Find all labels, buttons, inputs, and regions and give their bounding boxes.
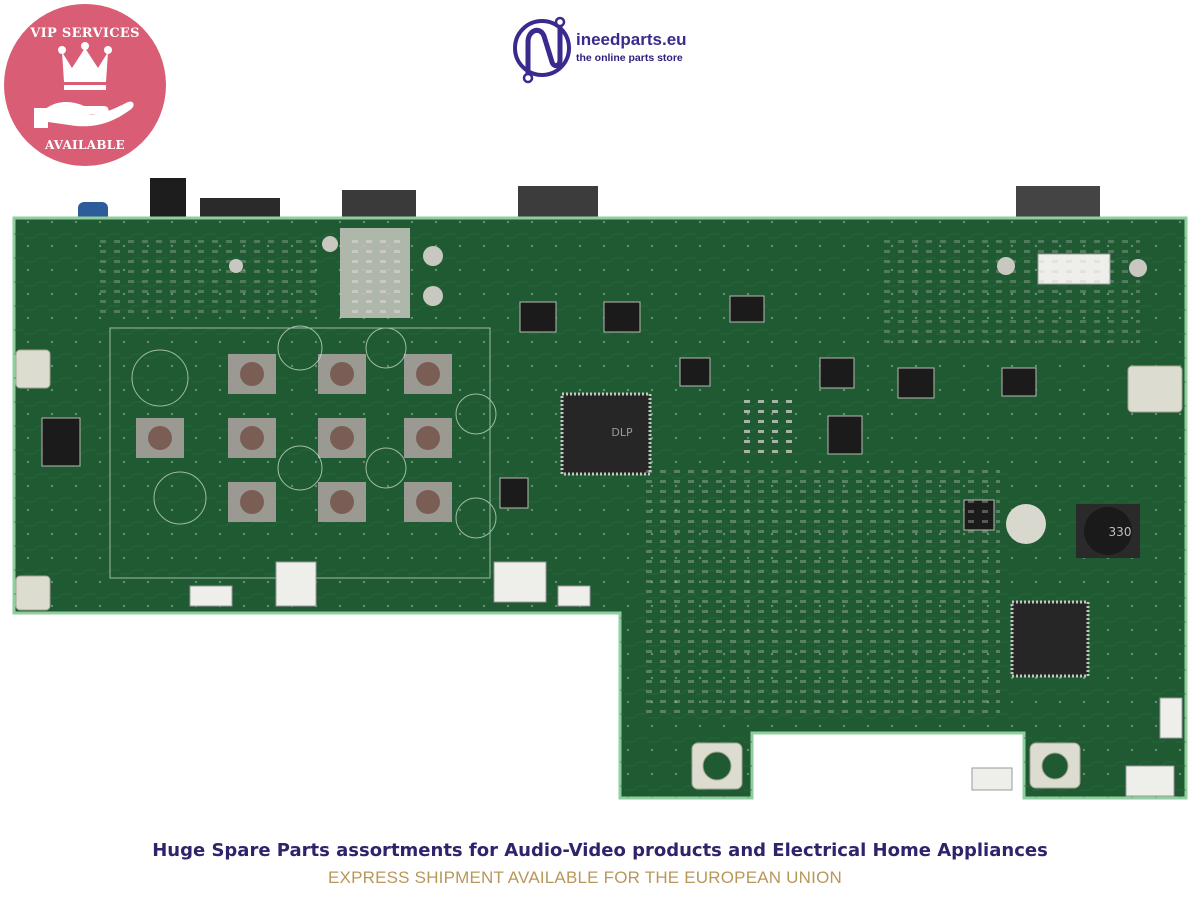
n-circuit-logo-icon: [513, 16, 571, 84]
mounting-pads: [15, 349, 1183, 790]
vip-services-badge: VIP SERVICES AVAILABLE: [4, 4, 166, 166]
capacitor: [1006, 504, 1046, 544]
dlp-chip: DLP: [560, 392, 652, 476]
vip-services-label: VIP SERVICES: [30, 26, 140, 41]
open-hand-icon: [34, 101, 134, 128]
svg-text:330: 330: [1109, 525, 1132, 539]
svg-text:DLP: DLP: [611, 426, 633, 439]
ineedparts-logo: ineedparts.eu the online parts store: [510, 8, 720, 88]
footer-shipping-notice: EXPRESS SHIPMENT AVAILABLE FOR THE EUROP…: [328, 868, 842, 887]
tactile-buttons: [136, 354, 452, 522]
pcb-board-photo: DLP 330: [12, 178, 1188, 800]
inductor-330: 330: [1076, 504, 1140, 558]
available-label: AVAILABLE: [45, 138, 125, 152]
footer-headline: Huge Spare Parts assortments for Audio-V…: [152, 840, 1048, 861]
brand-name: ineedparts.eu: [576, 30, 687, 49]
qfp-chip: [1010, 600, 1090, 678]
crown-icon: [58, 42, 112, 90]
brand-tagline: the online parts store: [576, 52, 683, 64]
vip-badge-graphics: [34, 42, 134, 128]
